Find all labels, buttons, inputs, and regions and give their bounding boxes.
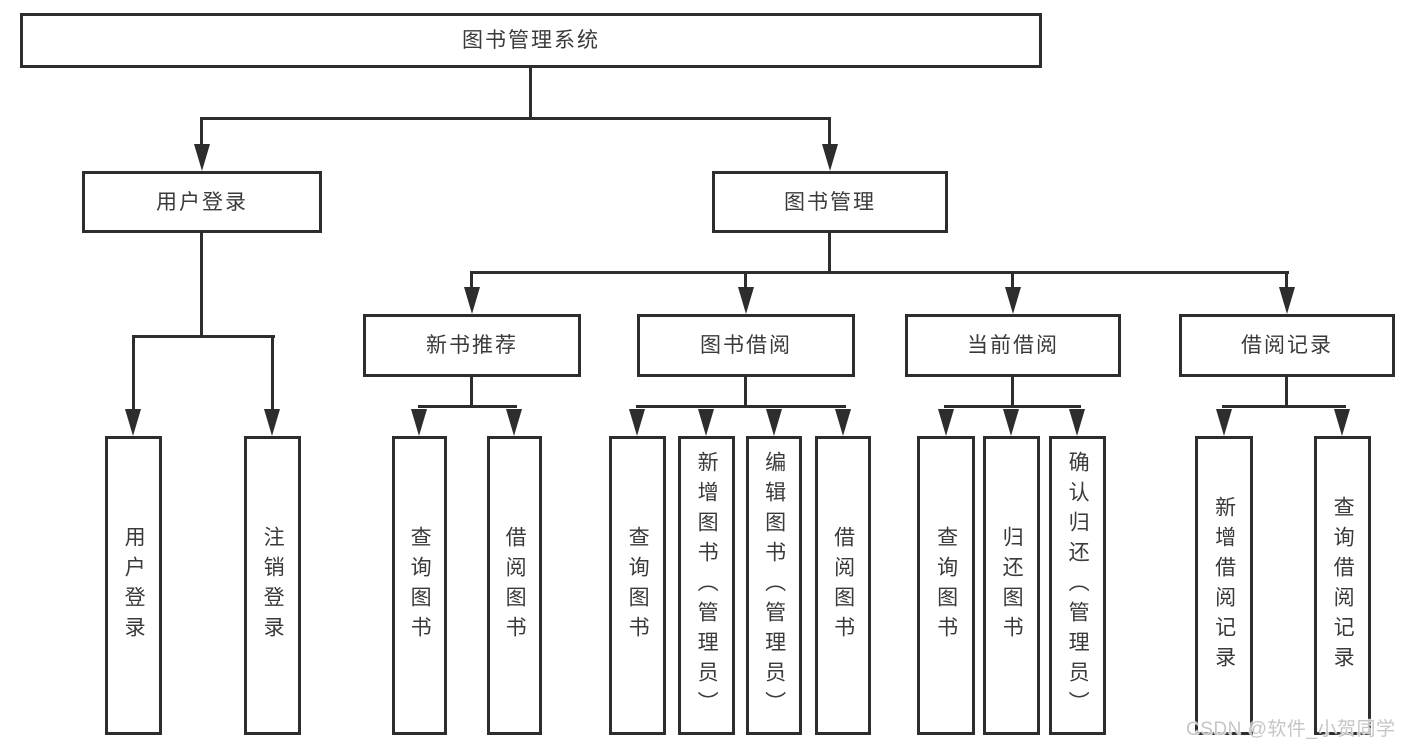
leaf-recommend-borrow-books: 借阅图书	[487, 436, 542, 735]
connector-line	[132, 335, 275, 338]
arrow-down-icon	[506, 409, 522, 436]
connector-line	[744, 271, 747, 289]
arrow-down-icon	[938, 409, 954, 436]
arrow-down-icon	[1216, 409, 1232, 436]
connector-line	[828, 117, 831, 147]
arrow-down-icon	[194, 144, 210, 171]
node-book-borrowing: 图书借阅	[637, 314, 855, 377]
connector-line	[944, 405, 1081, 408]
arrow-down-icon	[264, 409, 280, 436]
leaf-logout: 注销登录	[244, 436, 301, 735]
leaf-borrowing-query-books: 查询图书	[609, 436, 666, 735]
arrow-down-icon	[1334, 409, 1350, 436]
arrow-down-icon	[698, 409, 714, 436]
node-user-login: 用户登录	[82, 171, 322, 233]
leaf-records-query-record: 查询借阅记录	[1314, 436, 1371, 735]
connector-line	[1011, 377, 1014, 407]
connector-line	[828, 233, 831, 274]
arrow-down-icon	[766, 409, 782, 436]
connector-line	[470, 271, 1289, 274]
leaf-borrowing-borrow-books: 借阅图书	[815, 436, 871, 735]
arrow-down-icon	[1279, 287, 1295, 314]
leaf-user-login: 用户登录	[105, 436, 162, 735]
arrow-down-icon	[464, 287, 480, 314]
leaf-borrowing-add-books-admin: 新增图书（管理员）	[678, 436, 735, 735]
arrow-down-icon	[738, 287, 754, 314]
node-book-management: 图书管理	[712, 171, 948, 233]
leaf-recommend-query-books: 查询图书	[392, 436, 447, 735]
arrow-down-icon	[629, 409, 645, 436]
node-current-borrowing: 当前借阅	[905, 314, 1121, 377]
connector-line	[200, 117, 831, 120]
connector-line	[470, 271, 473, 289]
arrow-down-icon	[1003, 409, 1019, 436]
connector-line	[200, 233, 203, 338]
connector-line	[636, 405, 846, 408]
connector-line	[470, 377, 473, 407]
arrow-down-icon	[835, 409, 851, 436]
arrow-down-icon	[1069, 409, 1085, 436]
connector-line	[200, 117, 203, 147]
connector-line	[1285, 377, 1288, 407]
node-library-system: 图书管理系统	[20, 13, 1042, 68]
connector-line	[529, 68, 532, 118]
leaf-current-return-books: 归还图书	[983, 436, 1040, 735]
connector-line	[1285, 271, 1288, 289]
leaf-current-confirm-return-admin: 确认归还（管理员）	[1049, 436, 1106, 735]
connector-line	[1011, 271, 1014, 289]
node-new-book-recommendation: 新书推荐	[363, 314, 581, 377]
connector-line	[744, 377, 747, 407]
arrow-down-icon	[411, 409, 427, 436]
connector-line	[418, 405, 517, 408]
arrow-down-icon	[1005, 287, 1021, 314]
leaf-records-add-record: 新增借阅记录	[1195, 436, 1253, 735]
arrow-down-icon	[125, 409, 141, 436]
arrow-down-icon	[822, 144, 838, 171]
leaf-borrowing-edit-books-admin: 编辑图书（管理员）	[746, 436, 802, 735]
connector-line	[271, 335, 274, 411]
node-borrowing-records: 借阅记录	[1179, 314, 1395, 377]
leaf-current-query-books: 查询图书	[917, 436, 975, 735]
connector-line	[132, 335, 135, 411]
watermark: CSDN @软件_小贺同学	[1186, 719, 1396, 740]
connector-line	[1222, 405, 1346, 408]
